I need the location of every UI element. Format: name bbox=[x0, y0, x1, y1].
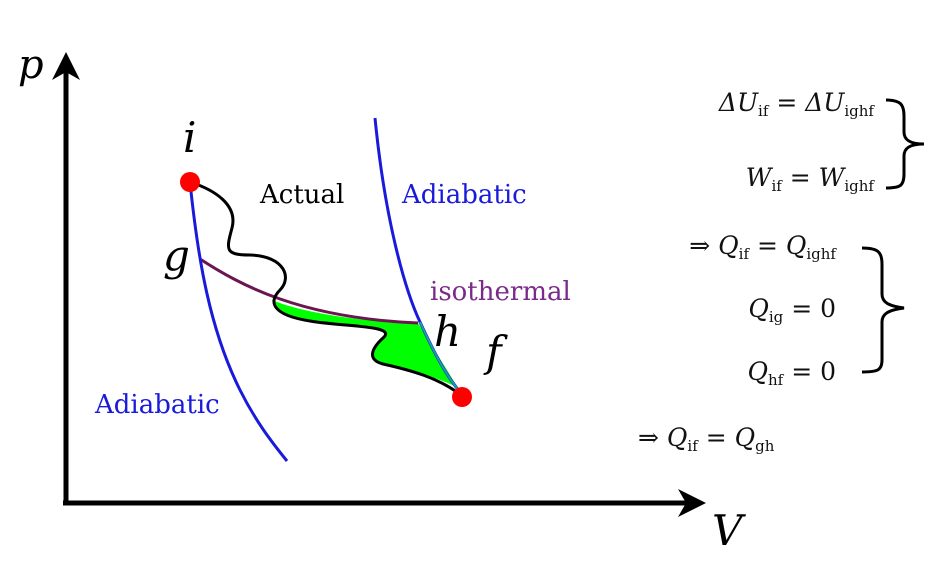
equation-heat-result: ⇒ Qif = Qgh bbox=[638, 425, 774, 454]
equation-heat-ig: Qig = 0 bbox=[748, 296, 836, 325]
x-axis-label: V bbox=[712, 506, 746, 555]
eq2-equals: = bbox=[789, 163, 819, 192]
eq6-implies-icon: ⇒ bbox=[638, 423, 659, 452]
label-adiabatic-left: Adiabatic bbox=[94, 390, 220, 420]
point-label-h: h bbox=[434, 307, 461, 356]
eq5-lhs-sub: hf bbox=[768, 371, 784, 389]
eq1-lhs: ΔU bbox=[718, 88, 759, 117]
point-label-g: g bbox=[163, 231, 190, 280]
equation-heat-hf: Qhf = 0 bbox=[748, 359, 836, 388]
eq5-rhs: 0 bbox=[820, 357, 836, 386]
eq3-equals: = bbox=[756, 231, 786, 260]
equation-delta-u: ΔUif = ΔUighf bbox=[719, 90, 874, 119]
eq4-lhs-sub: ig bbox=[768, 308, 784, 326]
y-axis-label: p bbox=[18, 42, 44, 88]
adiabatic-curve-left bbox=[188, 181, 289, 462]
eq3-lhs-sub: if bbox=[738, 245, 750, 263]
state-point-i bbox=[180, 172, 200, 192]
y-axis-arrow-icon bbox=[52, 52, 80, 80]
eq1-rhs-sub: ighf bbox=[844, 102, 874, 120]
state-point-f bbox=[452, 387, 472, 407]
eq1-lhs-sub: if bbox=[758, 102, 769, 120]
actual-path-curve bbox=[189, 180, 463, 398]
eq2-lhs: W bbox=[745, 163, 772, 192]
label-isothermal: isothermal bbox=[430, 277, 571, 307]
eq3-implies-icon: ⇒ bbox=[689, 231, 711, 260]
region-edge bbox=[419, 321, 462, 394]
eq6-rhs-sub: gh bbox=[755, 437, 775, 455]
eq4-rhs: 0 bbox=[820, 294, 836, 323]
eq4-equals: = bbox=[791, 294, 821, 323]
equation-work: Wif = Wighf bbox=[746, 165, 874, 194]
eq2-rhs-sub: ighf bbox=[844, 177, 874, 195]
eq5-equals: = bbox=[791, 357, 821, 386]
eq3-rhs: Q bbox=[785, 231, 807, 260]
eq5-lhs: Q bbox=[747, 357, 769, 386]
label-adiabatic-right: Adiabatic bbox=[401, 180, 527, 210]
eq6-lhs-sub: if bbox=[687, 437, 698, 455]
point-label-f: f bbox=[483, 327, 508, 376]
eq6-equals: = bbox=[705, 423, 735, 452]
eq3-rhs-sub: ighf bbox=[806, 245, 836, 263]
point-label-i: i bbox=[183, 113, 196, 162]
brace-bottom-icon bbox=[861, 246, 905, 374]
eq2-rhs: W bbox=[818, 163, 845, 192]
eq1-rhs: ΔU bbox=[805, 88, 845, 117]
eq1-equals: = bbox=[776, 88, 806, 117]
work-difference-region bbox=[272, 300, 458, 388]
equation-heat-total: ⇒ Qif = Qighf bbox=[689, 233, 836, 262]
label-actual: Actual bbox=[259, 180, 344, 210]
brace-top-icon bbox=[885, 98, 925, 190]
eq3-lhs: Q bbox=[718, 231, 739, 260]
eq6-rhs: Q bbox=[734, 423, 756, 452]
isothermal-curve bbox=[199, 257, 419, 325]
eq6-lhs: Q bbox=[666, 423, 688, 452]
eq4-lhs: Q bbox=[748, 294, 769, 323]
x-axis-arrow-icon bbox=[678, 489, 706, 517]
eq2-lhs-sub: if bbox=[771, 177, 782, 195]
